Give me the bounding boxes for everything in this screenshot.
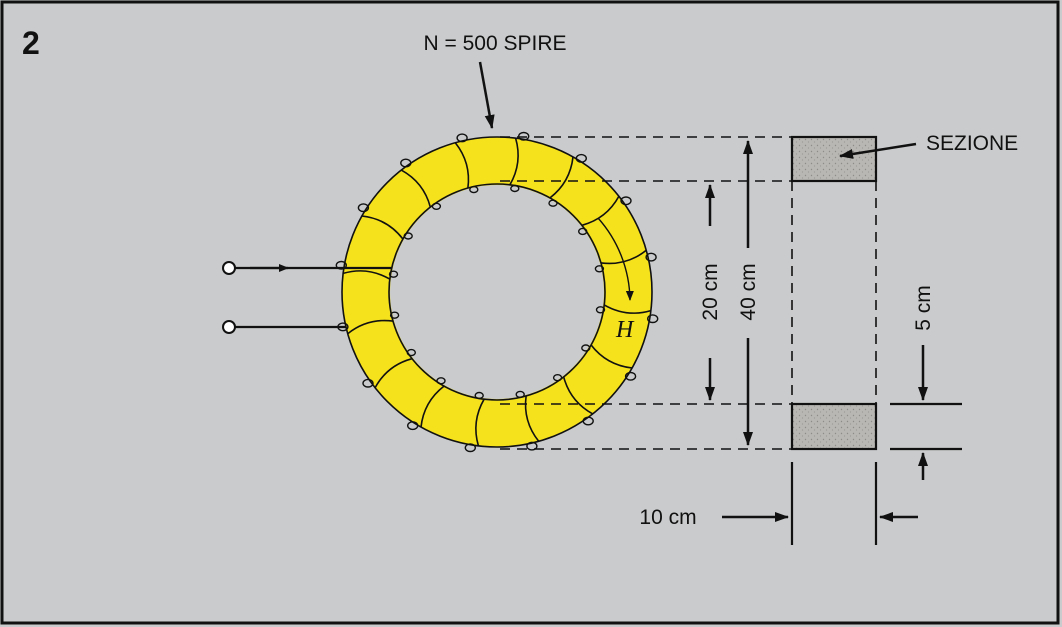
winding-loop [388, 270, 399, 278]
terminal-dot-icon [222, 261, 236, 275]
winding-loop [515, 390, 525, 399]
section-arrow [839, 142, 917, 159]
winding-turn [475, 398, 485, 447]
projection-lines [500, 136, 877, 450]
winding-loop [578, 227, 588, 236]
terminal-dot-icon [222, 320, 236, 334]
winding-loop [624, 371, 637, 381]
winding-turn [342, 270, 391, 280]
winding-turn [361, 215, 404, 240]
winding-loop [620, 196, 632, 206]
winding-loop [594, 265, 605, 273]
winding-turn [347, 319, 394, 335]
winding-loop [647, 314, 659, 324]
winding-turns [335, 131, 659, 453]
winding-turn [600, 249, 647, 265]
winding-loop [357, 203, 370, 213]
winding-loop [510, 184, 520, 193]
winding-loop [581, 344, 591, 352]
winding-loop [436, 377, 446, 385]
dim-outer-label: 40 cm [737, 263, 760, 320]
winding-turn [562, 376, 594, 415]
winding-turn [509, 137, 519, 186]
dim-width-extension-lines [790, 462, 878, 545]
dim-width-label: 10 cm [639, 506, 696, 529]
winding-loop [552, 374, 563, 382]
winding-loop [469, 185, 479, 194]
figure-number: 2 [22, 25, 40, 61]
winding-turn [549, 156, 574, 199]
winding-loop [575, 153, 587, 163]
dim-height-label: 5 cm [912, 285, 935, 331]
winding-turn [590, 344, 633, 369]
turns-arrow [478, 61, 495, 129]
field-label: H [615, 317, 635, 343]
winding-turn [454, 142, 470, 189]
section-label: SEZIONE [926, 132, 1018, 155]
winding-loop [389, 311, 400, 319]
winding-loop [548, 199, 558, 207]
turns-label: N = 500 SPIRE [424, 32, 567, 55]
section-bottom [790, 402, 878, 451]
winding-turn [420, 385, 445, 428]
winding-turn [524, 395, 540, 442]
winding-loop [464, 443, 476, 453]
section-top [790, 135, 878, 183]
dim-inner-label: 20 cm [699, 263, 722, 320]
winding-turn [603, 304, 652, 314]
toroid-outer-edge [341, 136, 653, 448]
field-direction-arrow [597, 217, 634, 301]
winding-turn [400, 169, 432, 208]
toroid-core [342, 137, 652, 447]
dim-height-extension-lines [890, 402, 962, 451]
winding-loop [403, 232, 413, 240]
winding-loop [406, 348, 416, 357]
winding-loop [362, 378, 374, 388]
toroid-inner-edge [388, 183, 606, 401]
winding-turn [374, 357, 413, 389]
winding-loop [456, 133, 468, 143]
winding-loop [474, 391, 484, 400]
winding-loop [431, 202, 442, 211]
winding-loop [582, 416, 594, 426]
winding-loop [595, 306, 606, 314]
winding-loop [645, 252, 657, 262]
winding-loop [400, 158, 412, 168]
winding-loop [526, 441, 538, 451]
winding-turn [581, 195, 620, 227]
winding-loop [407, 421, 419, 431]
